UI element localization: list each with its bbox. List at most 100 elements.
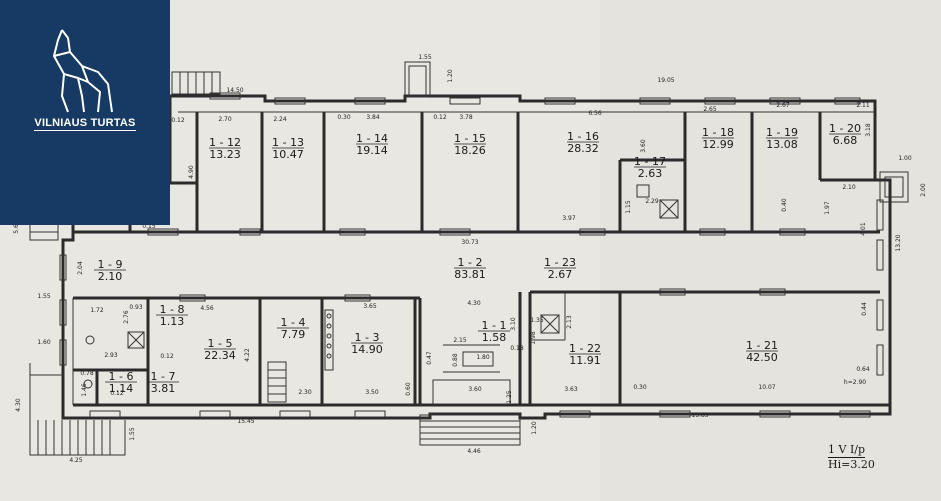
- dimension-label: 2.04: [77, 261, 84, 275]
- room-number: 1 - 17: [634, 155, 666, 168]
- room-number: 1 - 13: [272, 136, 304, 149]
- dimension-label: 4.30: [467, 300, 481, 307]
- room-area: 13.08: [766, 138, 798, 151]
- dimension-label: 3.60: [640, 139, 647, 153]
- dimension-label: 2.30: [298, 389, 312, 396]
- dimension-label: 5.60: [13, 220, 20, 234]
- dimension-label: 3.50: [365, 389, 379, 396]
- dimension-label: 4.90: [188, 165, 195, 179]
- room-area: 2.63: [638, 167, 663, 180]
- dimension-label: 2.93: [104, 352, 118, 359]
- dimension-label: 19.05: [657, 77, 674, 84]
- room-area: 2.10: [98, 270, 123, 283]
- floor-level-label: 1 V I/p Hi=3.20: [828, 443, 875, 472]
- dimension-label: 3.60: [468, 386, 482, 393]
- dimension-label: 4.46: [467, 448, 481, 455]
- dimension-label: 6.56: [588, 110, 602, 117]
- room-area: 3.81: [151, 382, 176, 395]
- dimension-label: 1.80: [476, 354, 490, 361]
- dimension-label: 3.78: [459, 114, 473, 121]
- dimension-label: 3.18: [865, 123, 872, 137]
- dimension-label: 4.30: [15, 398, 22, 412]
- room-area: 2.67: [548, 268, 573, 281]
- room-area: 42.50: [746, 351, 778, 364]
- dimension-label: 1.55: [418, 54, 432, 61]
- dimension-label: 1.20: [447, 69, 454, 83]
- dimension-label: 1.00: [898, 155, 912, 162]
- room-area: 14.90: [351, 343, 383, 356]
- dimension-label: 3.65: [363, 303, 377, 310]
- room-area: 22.34: [204, 349, 236, 362]
- floor-level: 1 V: [828, 443, 847, 456]
- dimension-label: 0.30: [633, 384, 647, 391]
- dimension-label: 3.97: [562, 215, 576, 222]
- dimension-label: 15.45: [237, 418, 254, 425]
- room-area: 12.99: [702, 138, 734, 151]
- dimension-label: 1.35: [530, 317, 544, 324]
- dimension-label: 0.12: [160, 353, 174, 360]
- wolf-logo-icon: [53, 29, 113, 113]
- room-area: 1.13: [160, 315, 185, 328]
- dimension-label: 1.46: [81, 383, 88, 397]
- dimension-label: 0.12: [171, 117, 185, 124]
- dimension-label: 10.07: [758, 384, 775, 391]
- room-number: 1 - 22: [569, 342, 601, 355]
- dimension-label: 3.10: [510, 317, 517, 331]
- room-number: 1 - 4: [281, 316, 306, 329]
- dimension-label: 1.20: [531, 421, 538, 435]
- dimension-label: 14.50: [226, 87, 243, 94]
- room-area: 7.79: [281, 328, 306, 341]
- room-area: 83.81: [454, 268, 486, 281]
- room-number: 1 - 23: [544, 256, 576, 269]
- floor-ratio: I/p: [849, 443, 866, 456]
- room-number: 1 - 7: [151, 370, 176, 383]
- room-number: 1 - 18: [702, 126, 734, 139]
- dimension-label: 1.60: [37, 339, 51, 346]
- logo-panel: VILNIAUS TURTAS: [0, 0, 170, 225]
- dimension-label: 2.65: [703, 106, 717, 113]
- room-area: 19.14: [356, 144, 388, 157]
- room-area: 10.47: [272, 148, 304, 161]
- dimension-label: 2.76: [123, 310, 130, 324]
- dimension-label: 1.15: [625, 200, 632, 214]
- dimension-label: h=2.90: [844, 379, 866, 386]
- dimension-label: 2.70: [218, 116, 232, 123]
- dimension-label: 1.97: [824, 201, 831, 215]
- dimension-label: 2.24: [273, 116, 287, 123]
- dimension-label: 2.13: [566, 315, 573, 329]
- room-number: 1 - 5: [208, 337, 233, 350]
- dimension-label: 0.93: [129, 304, 143, 311]
- dimension-label: 0.40: [781, 198, 788, 212]
- room-number: 1 - 21: [746, 339, 778, 352]
- room-number: 1 - 3: [355, 331, 380, 344]
- room-number: 1 - 16: [567, 130, 599, 143]
- logo-text: VILNIAUS TURTAS: [34, 117, 136, 131]
- dimension-label: 0.12: [433, 114, 447, 121]
- room-number: 1 - 1: [482, 319, 507, 332]
- room-number: 1 - 8: [160, 303, 185, 316]
- dimension-label: 3.63: [564, 386, 578, 393]
- dimension-label: 0.88: [452, 353, 459, 367]
- room-area: 6.68: [833, 134, 858, 147]
- dimension-label: 0.18: [510, 345, 524, 352]
- dimension-label: 1.72: [90, 307, 104, 314]
- dimension-label: 2.15: [453, 337, 467, 344]
- dimension-label: 2.10: [842, 184, 856, 191]
- dimension-label: 4.56: [200, 305, 214, 312]
- room-area: 13.23: [209, 148, 241, 161]
- dimension-label: 1.55: [129, 427, 136, 441]
- room-area: 1.58: [482, 331, 507, 344]
- floor-height: Hi=3.20: [828, 458, 875, 471]
- room-number: 1 - 19: [766, 126, 798, 139]
- dimension-label: 0.47: [426, 351, 433, 365]
- dimension-label: 15.85: [691, 412, 708, 419]
- window-marks: [59, 92, 884, 418]
- dimension-label: 0.30: [337, 114, 351, 121]
- room-number: 1 - 12: [209, 136, 241, 149]
- dimension-label: 2.00: [920, 183, 927, 197]
- dimension-label: 2.67: [776, 102, 790, 109]
- dimension-label: 2.11: [856, 102, 870, 109]
- dimension-label: 4.25: [69, 457, 83, 464]
